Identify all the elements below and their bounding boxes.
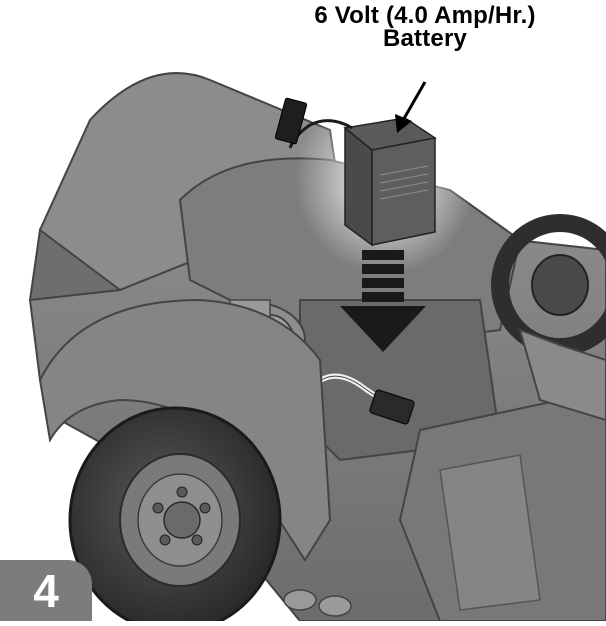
steering-column (518, 328, 606, 422)
steering-hub (531, 254, 589, 316)
battery-callout-label: 6 Volt (4.0 Amp/Hr.) Battery (290, 2, 560, 52)
wheel-lugs (152, 486, 211, 546)
floor-step (439, 454, 541, 611)
callout-pointer-line (400, 81, 427, 123)
callout-line-1: 6 Volt (4.0 Amp/Hr.) (314, 2, 536, 29)
battery-connector (274, 97, 308, 145)
callout-line-2: Battery (382, 25, 468, 52)
rear-fender (38, 298, 332, 562)
wheel-hub (163, 501, 201, 539)
down-arrow (340, 250, 426, 352)
exhaust-pipe (283, 589, 317, 611)
battery-label-lines (379, 165, 429, 200)
step-number-badge: 4 (0, 560, 92, 621)
vehicle-connector (369, 389, 415, 425)
exhaust-pipe (318, 595, 352, 617)
callout-pointer-head (395, 114, 412, 133)
battery-side (371, 137, 436, 246)
